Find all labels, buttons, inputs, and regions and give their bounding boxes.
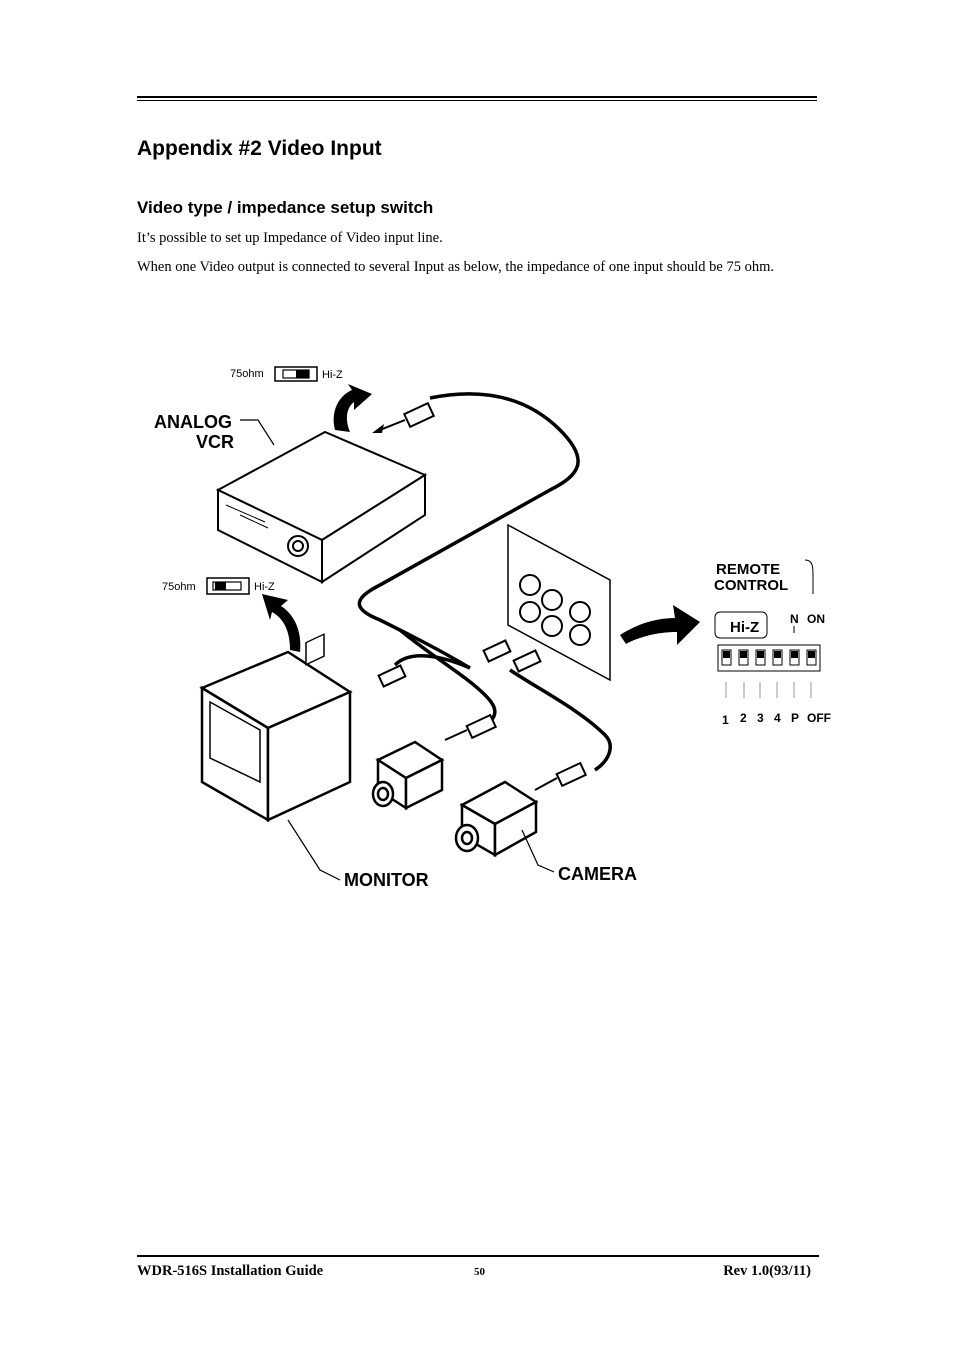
connection-diagram: 75ohm Hi-Z ANALOG VCR 75ohm Hi-Z [154,366,831,890]
remote-label-line2: CONTROL [714,577,788,594]
cable-monitor [393,654,471,670]
monitor-arrow-icon [262,594,301,652]
monitor-switch-label-right: Hi-Z [254,581,275,593]
paragraph-1: It’s possible to set up Impedance of Vid… [137,230,443,246]
vcr-device [215,430,428,584]
footer-revision: Rev 1.0(93/11) [723,1263,811,1279]
page-title: Appendix #2 Video Input [137,137,382,160]
monitor-switch-label-left: 75ohm [162,581,196,593]
dip-number: OFF [807,711,831,725]
vcr-arrow-icon [333,384,372,432]
camera-2-device [454,780,539,858]
vcr-switch-label-right: Hi-Z [322,369,343,381]
vcr-input-connector [372,401,436,433]
camera-1-connector [444,713,498,741]
cable-camera2 [509,668,612,772]
dip-number: 1 [722,713,729,727]
camera-2-connector [534,761,588,791]
rear-panel [507,523,611,682]
header-rule-thin [137,100,817,101]
header-rule-thick [137,96,817,98]
dip-on-label: ON [807,612,825,626]
dip-n-label: N [790,612,799,626]
dip-switch-block [717,644,821,672]
right-arrow-icon [620,605,700,645]
dip-number: P [791,711,799,725]
label-vcr: VCR [196,432,234,452]
footer-doc-title: WDR-516S Installation Guide [137,1263,324,1279]
hiz-label-box [714,611,768,639]
camera-1-device [371,740,445,811]
label-analog: ANALOG [154,412,232,432]
dip-numbers: 1 2 3 4 P OFF [722,711,831,727]
footer-page-number: 50 [474,1266,485,1278]
dip-number: 4 [774,711,781,725]
panel-connectors [377,639,542,688]
label-monitor: MONITOR [344,870,429,890]
footer-rule [137,1255,819,1257]
vcr-switch-label-left: 75ohm [230,368,264,380]
label-camera: CAMERA [558,864,637,884]
section-title: Video type / impedance setup switch [137,198,434,217]
dip-number: 2 [740,711,747,725]
paragraph-2: When one Video output is connected to se… [137,259,774,275]
dip-number: 3 [757,711,764,725]
remote-label-line1: REMOTE [716,561,780,578]
monitor-device [199,633,353,823]
hiz-label: Hi-Z [730,619,759,636]
